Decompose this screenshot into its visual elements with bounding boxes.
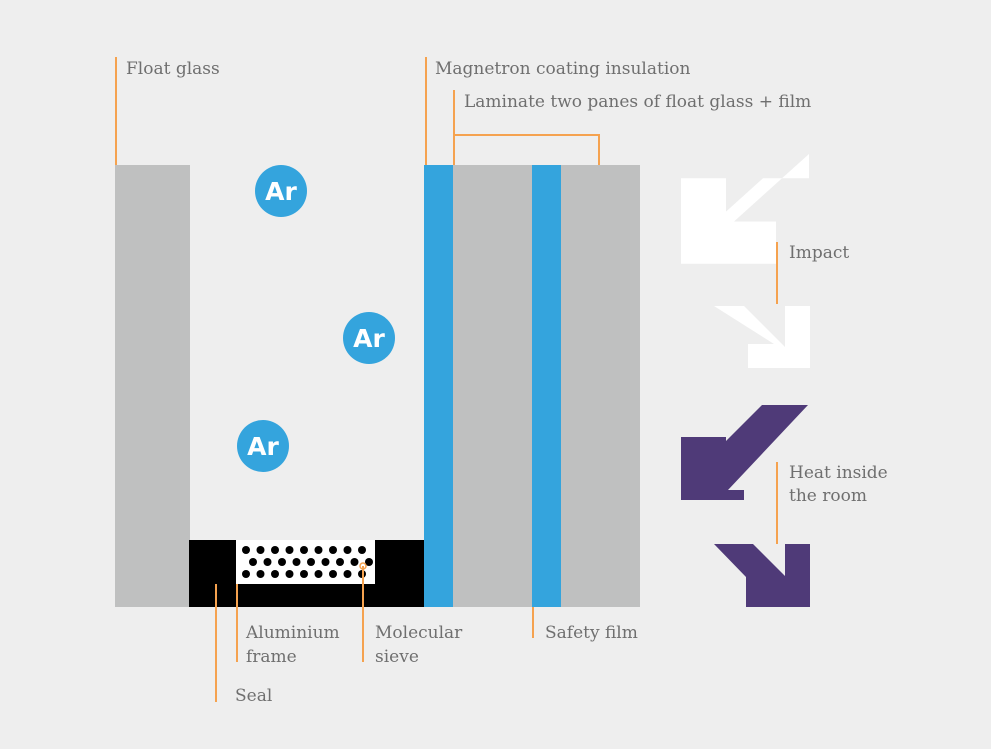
safety-film-layer bbox=[532, 165, 561, 607]
sieve-dot bbox=[285, 546, 294, 554]
label-heat-line1: Heat inside bbox=[789, 463, 888, 483]
svg-text:Ar: Ar bbox=[353, 324, 385, 353]
label-magnetron-coating: Magnetron coating insulation bbox=[435, 59, 691, 79]
sieve-dot bbox=[329, 570, 337, 578]
sieve-dot bbox=[336, 558, 344, 566]
sieve-dot bbox=[321, 558, 330, 566]
sieve-dot bbox=[249, 558, 257, 566]
sieve-dot bbox=[307, 558, 315, 566]
label-impact: Impact bbox=[789, 243, 849, 263]
magnetron-coating-layer bbox=[424, 165, 453, 607]
laminate-pane-inner bbox=[453, 165, 532, 607]
sieve-dot bbox=[271, 570, 279, 578]
sieve-dot bbox=[263, 558, 272, 566]
svg-text:Ar: Ar bbox=[247, 432, 279, 461]
impact-arrow-in-icon bbox=[681, 154, 809, 264]
sieve-dot bbox=[292, 558, 301, 566]
label-seal: Seal bbox=[235, 686, 272, 706]
sieve-dot bbox=[271, 546, 279, 554]
float-glass-pane bbox=[115, 165, 190, 607]
sieve-dot bbox=[358, 546, 366, 554]
label-molecular-line1: Molecular bbox=[375, 623, 463, 643]
sieve-dot bbox=[300, 570, 308, 578]
sieve-dot bbox=[278, 558, 286, 566]
sieve-dot bbox=[285, 570, 294, 578]
label-molecular-line2: sieve bbox=[375, 647, 419, 667]
svg-text:Ar: Ar bbox=[265, 177, 297, 206]
label-heat-line2: the room bbox=[789, 486, 867, 506]
label-aluminium-line1: Aluminium bbox=[245, 623, 340, 643]
label-laminate: Laminate two panes of float glass + film bbox=[464, 92, 811, 112]
sieve-dot bbox=[365, 558, 373, 566]
sieve-dot bbox=[256, 570, 265, 578]
sieve-dot bbox=[242, 570, 250, 578]
argon-molecule: Ar bbox=[255, 165, 307, 217]
molecular-sieve-dots bbox=[242, 546, 373, 578]
sieve-dot bbox=[343, 570, 352, 578]
label-float-glass: Float glass bbox=[126, 59, 220, 79]
sieve-dot bbox=[343, 546, 352, 554]
leader-lines bbox=[115, 57, 778, 702]
sieve-dot bbox=[242, 546, 250, 554]
impact-arrow-out-icon bbox=[714, 306, 810, 368]
sieve-leader-dot bbox=[359, 562, 367, 570]
argon-molecule: Ar bbox=[343, 312, 395, 364]
label-aluminium-line2: frame bbox=[246, 647, 297, 667]
sieve-dot bbox=[300, 546, 308, 554]
sieve-dot bbox=[314, 570, 323, 578]
heat-arrow-in-icon bbox=[681, 405, 808, 500]
laminate-pane-outer bbox=[561, 165, 640, 607]
sieve-dot bbox=[350, 558, 359, 566]
argon-molecule: Ar bbox=[237, 420, 289, 472]
sieve-dot bbox=[314, 546, 323, 554]
label-safety-film: Safety film bbox=[545, 623, 638, 643]
sieve-dot bbox=[329, 546, 337, 554]
heat-arrow-out-icon bbox=[714, 544, 810, 607]
sieve-dot bbox=[256, 546, 265, 554]
